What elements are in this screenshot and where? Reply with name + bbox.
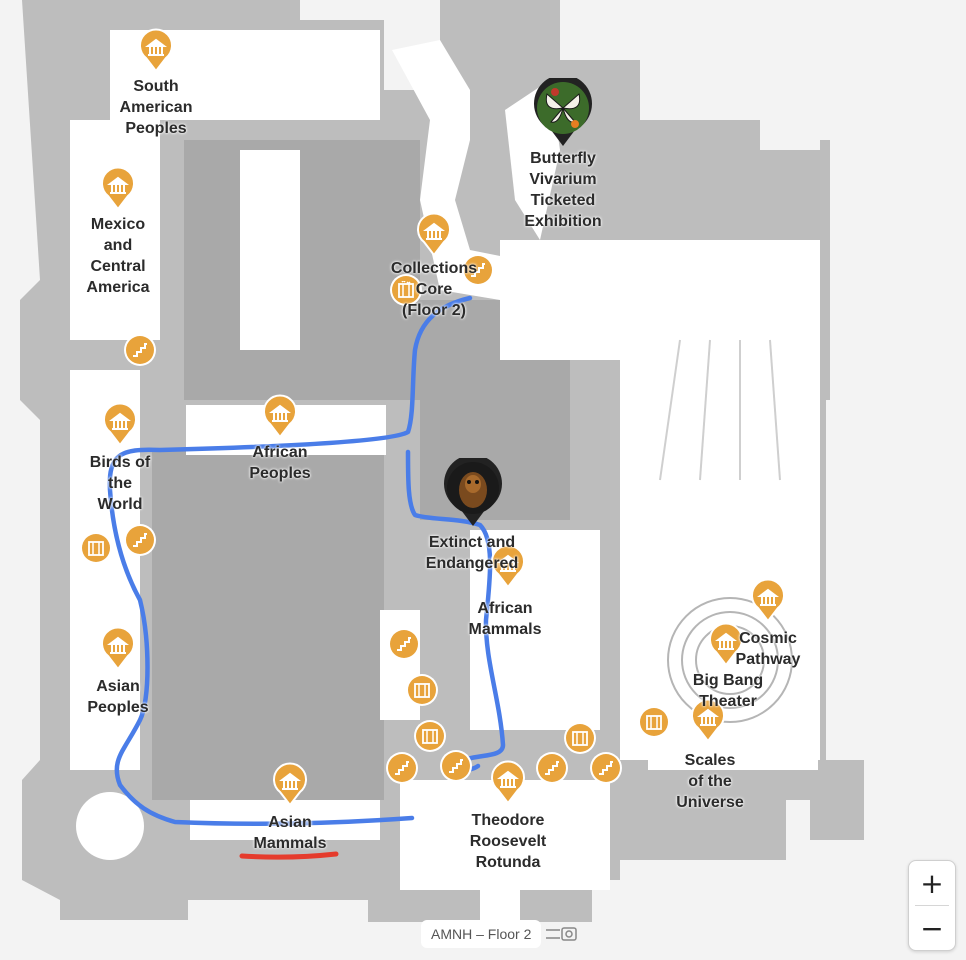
museum-pin-icon[interactable] <box>490 760 526 804</box>
extinct-animal-photo-icon[interactable] <box>443 458 503 528</box>
floor-label: AMNH – Floor 2 <box>421 920 542 948</box>
stairs-icon[interactable] <box>538 754 566 782</box>
elevator-icon[interactable] <box>566 724 594 752</box>
stairs-icon[interactable] <box>442 752 470 780</box>
zoom-out-button[interactable]: − <box>909 906 955 950</box>
elevator-icon[interactable] <box>640 708 668 736</box>
stairs-icon[interactable] <box>592 754 620 782</box>
museum-pin-icon[interactable] <box>102 402 138 446</box>
zoom-in-button[interactable]: + <box>909 861 955 905</box>
museum-pin-icon[interactable] <box>490 544 526 588</box>
elevator-icon[interactable] <box>392 276 420 304</box>
elevator-icon[interactable] <box>408 676 436 704</box>
stairs-icon[interactable] <box>126 336 154 364</box>
zoom-divider <box>915 905 949 906</box>
zoom-controls: + − <box>908 860 956 951</box>
museum-pin-icon[interactable] <box>100 166 136 210</box>
elevator-icon[interactable] <box>416 722 444 750</box>
stairs-icon[interactable] <box>464 256 492 284</box>
museum-pin-icon[interactable] <box>100 626 136 670</box>
museum-pin-icon[interactable] <box>262 394 298 438</box>
museum-pin-icon[interactable] <box>138 28 174 72</box>
corridors <box>70 30 820 920</box>
elevator-icon[interactable] <box>82 534 110 562</box>
theater-rows <box>659 339 781 481</box>
museum-pin-icon[interactable] <box>750 578 786 622</box>
stairs-icon[interactable] <box>126 526 154 554</box>
butterfly-photo-icon[interactable] <box>533 78 593 148</box>
museum-pin-icon[interactable] <box>708 622 744 666</box>
highlight-underline <box>239 851 339 860</box>
floor-selector-icon[interactable] <box>546 926 578 942</box>
stairs-icon[interactable] <box>388 754 416 782</box>
museum-pin-icon[interactable] <box>416 212 452 256</box>
museum-pin-icon[interactable] <box>690 698 726 742</box>
stairs-icon[interactable] <box>390 630 418 658</box>
museum-pin-icon[interactable] <box>272 762 308 806</box>
